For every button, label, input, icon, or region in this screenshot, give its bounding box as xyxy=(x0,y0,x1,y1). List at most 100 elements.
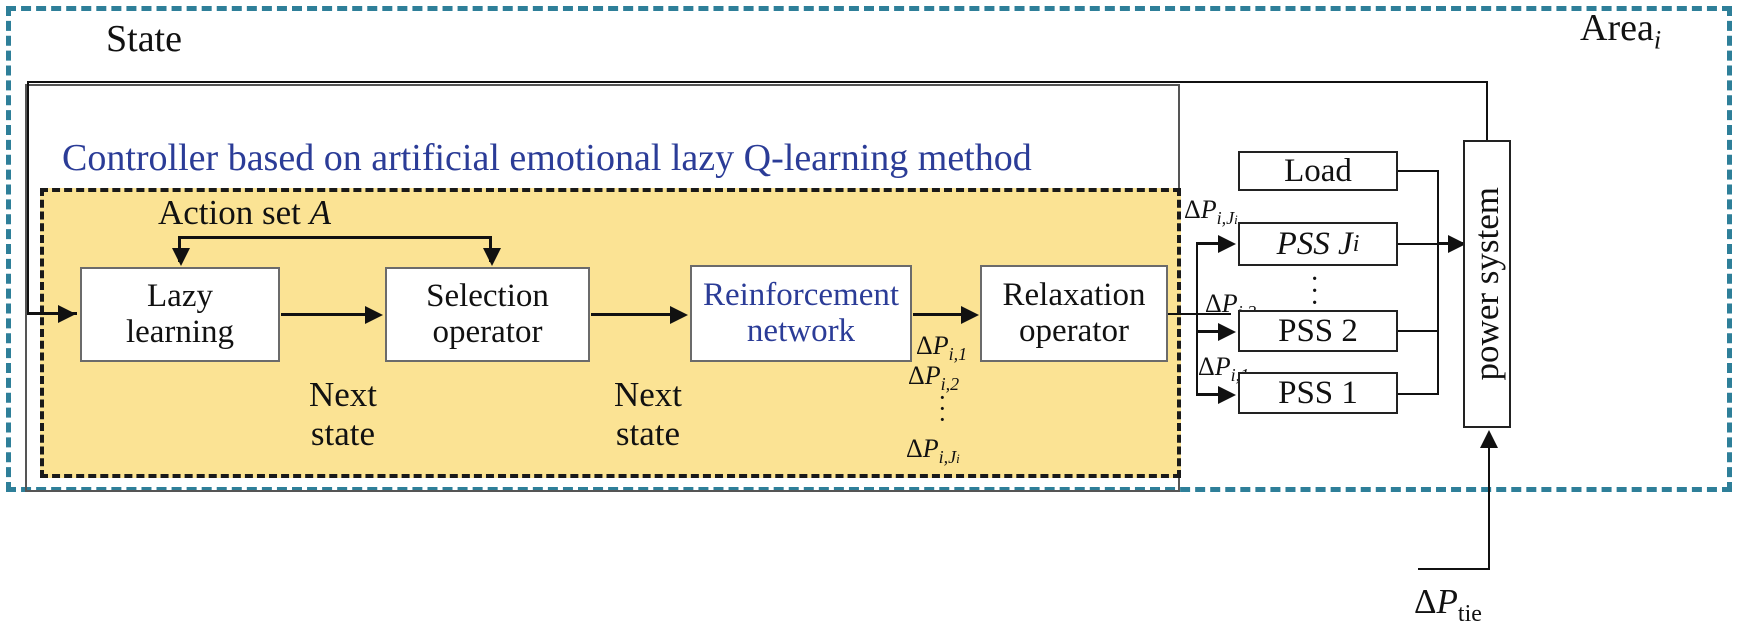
dp-mid1-sub: i,1 xyxy=(948,344,968,365)
collector-arrow-icon xyxy=(1448,235,1466,253)
box-reinforcement-network-line2: network xyxy=(746,312,856,349)
action-set-label: Action set A xyxy=(158,193,331,233)
branch-to-pss-2-arrow-icon xyxy=(1218,323,1236,341)
dp-tie-delta: Δ xyxy=(1414,582,1437,621)
tie-line-arrow-icon xyxy=(1480,430,1498,448)
dp-mid2-delta: Δ xyxy=(908,361,925,390)
relax-output-line xyxy=(1168,313,1231,315)
link-selection-to-reinforcement xyxy=(591,313,672,316)
dp-midN-sub: i,J xyxy=(938,447,957,468)
state-feedback-arrow-icon xyxy=(58,305,76,323)
box-relaxation-operator-line2: operator xyxy=(1019,312,1129,349)
branch-to-pss-1-arrow-icon xyxy=(1218,386,1236,404)
load-out-line xyxy=(1398,170,1438,172)
next-state-label-1-line1: Next xyxy=(308,375,378,414)
dot-3: · xyxy=(938,405,947,434)
dp-midN-p: P xyxy=(922,434,939,463)
pss2-out-line xyxy=(1398,330,1438,332)
action-set-symbol: A xyxy=(309,193,332,232)
signal-dp-i-J-middle: ΔPi,Ji xyxy=(906,434,960,468)
vertical-dots-middle: · · · xyxy=(938,383,947,434)
dp-mid2-sub: i,2 xyxy=(940,374,960,395)
state-feedback-left-line xyxy=(27,81,29,313)
branch-to-pss-2 xyxy=(1196,330,1232,333)
state-feedback-top-line xyxy=(27,81,1487,83)
dp-tie-p: P xyxy=(1436,582,1458,621)
box-reinforcement-network[interactable]: Reinforcement network xyxy=(690,265,912,362)
link-lazy-to-selection-arrow-icon xyxy=(365,306,383,324)
tie-line-horizontal xyxy=(1418,568,1490,570)
dp-midN-delta: Δ xyxy=(906,434,923,463)
branch-to-pss-j-arrow-icon xyxy=(1218,235,1236,253)
box-lazy-learning[interactable]: Lazy learning xyxy=(80,267,280,362)
state-feedback-down-to-power xyxy=(1486,81,1488,140)
box-lazy-learning-line1: Lazy xyxy=(147,277,213,314)
pss-dot-3: · xyxy=(1310,288,1320,319)
area-label-subscript: i xyxy=(1653,25,1662,55)
area-boundary xyxy=(6,6,1732,492)
dp-rJ-p: P xyxy=(1200,195,1217,224)
dp-r1-delta: Δ xyxy=(1198,352,1215,381)
dp-tie-sub: tie xyxy=(1457,601,1482,627)
branch-to-pss-1 xyxy=(1196,393,1232,396)
tie-line-vertical xyxy=(1488,448,1490,569)
box-relaxation-operator-line1: Relaxation xyxy=(1002,276,1146,313)
area-label-text: Area xyxy=(1580,7,1654,49)
pssj-out-line xyxy=(1398,243,1438,245)
next-state-label-1-line2: state xyxy=(310,414,376,454)
box-selection-operator-line1: Selection xyxy=(426,277,549,314)
state-feedback-into-lazy xyxy=(27,312,77,315)
signal-dp-tie: ΔPtie xyxy=(1414,582,1482,628)
dp-rJ-subsub: i xyxy=(1234,212,1238,228)
pss1-out-line xyxy=(1398,393,1438,395)
dp-r2-delta: Δ xyxy=(1205,289,1222,318)
box-pss-j-label: PSS J xyxy=(1276,225,1353,262)
box-selection-operator[interactable]: Selection operator xyxy=(385,267,590,362)
box-reinforcement-network-line1: Reinforcement xyxy=(702,276,900,313)
box-lazy-learning-line2: learning xyxy=(125,313,235,350)
dp-rJ-delta: Δ xyxy=(1184,195,1201,224)
dp-midN-subsub: i xyxy=(956,451,960,467)
pss-dot-2: · xyxy=(1310,276,1320,307)
box-relaxation-operator[interactable]: Relaxation operator xyxy=(980,265,1168,362)
signal-dp-i-2-middle: ΔPi,2 xyxy=(908,361,959,395)
dp-mid1-delta: Δ xyxy=(916,331,933,360)
next-state-label-2-line1: Next xyxy=(613,375,683,414)
dot-2: · xyxy=(938,394,947,423)
box-power-system[interactable]: power system xyxy=(1463,140,1511,428)
action-bus-line xyxy=(178,236,492,239)
dp-mid2-p: P xyxy=(924,361,941,390)
link-reinforcement-to-relaxation xyxy=(913,313,963,316)
box-selection-operator-line2: operator xyxy=(432,313,543,350)
link-reinforcement-to-relaxation-arrow-icon xyxy=(961,306,979,324)
dp-mid1-p: P xyxy=(932,331,949,360)
next-state-label-2: Next state xyxy=(598,375,698,453)
next-state-label-2-line2: state xyxy=(615,414,681,454)
box-pss-2[interactable]: PSS 2 xyxy=(1238,310,1398,352)
vertical-dots-pss: · · · xyxy=(1310,264,1320,319)
box-load[interactable]: Load xyxy=(1238,151,1398,191)
area-label: Areai xyxy=(1580,6,1661,56)
branch-to-pss-j xyxy=(1196,242,1232,245)
action-set-text: Action set xyxy=(158,193,310,232)
dp-r1-p: P xyxy=(1214,352,1231,381)
signal-dp-i-J-right: ΔPi,Ji xyxy=(1184,195,1238,229)
dot-1: · xyxy=(938,383,947,412)
next-state-label-1: Next state xyxy=(293,375,393,453)
pss-dot-1: · xyxy=(1310,264,1320,295)
link-lazy-to-selection xyxy=(281,313,367,316)
link-selection-to-reinforcement-arrow-icon xyxy=(670,306,688,324)
state-label: State xyxy=(106,18,182,60)
signal-dp-i-1-middle: ΔPi,1 xyxy=(916,331,967,365)
dp-rJ-sub: i,J xyxy=(1216,208,1235,229)
box-pss-j-subscript: i xyxy=(1352,230,1360,257)
action-arrow-to-lazy-icon xyxy=(172,248,190,266)
action-arrow-to-selection-icon xyxy=(483,248,501,266)
pss-bus-vertical xyxy=(1196,243,1198,395)
box-pss-1[interactable]: PSS 1 xyxy=(1238,372,1398,414)
collector-bus-vertical xyxy=(1437,170,1439,395)
dp-r2-p: P xyxy=(1221,289,1238,318)
box-power-system-label: power system xyxy=(1467,187,1506,381)
